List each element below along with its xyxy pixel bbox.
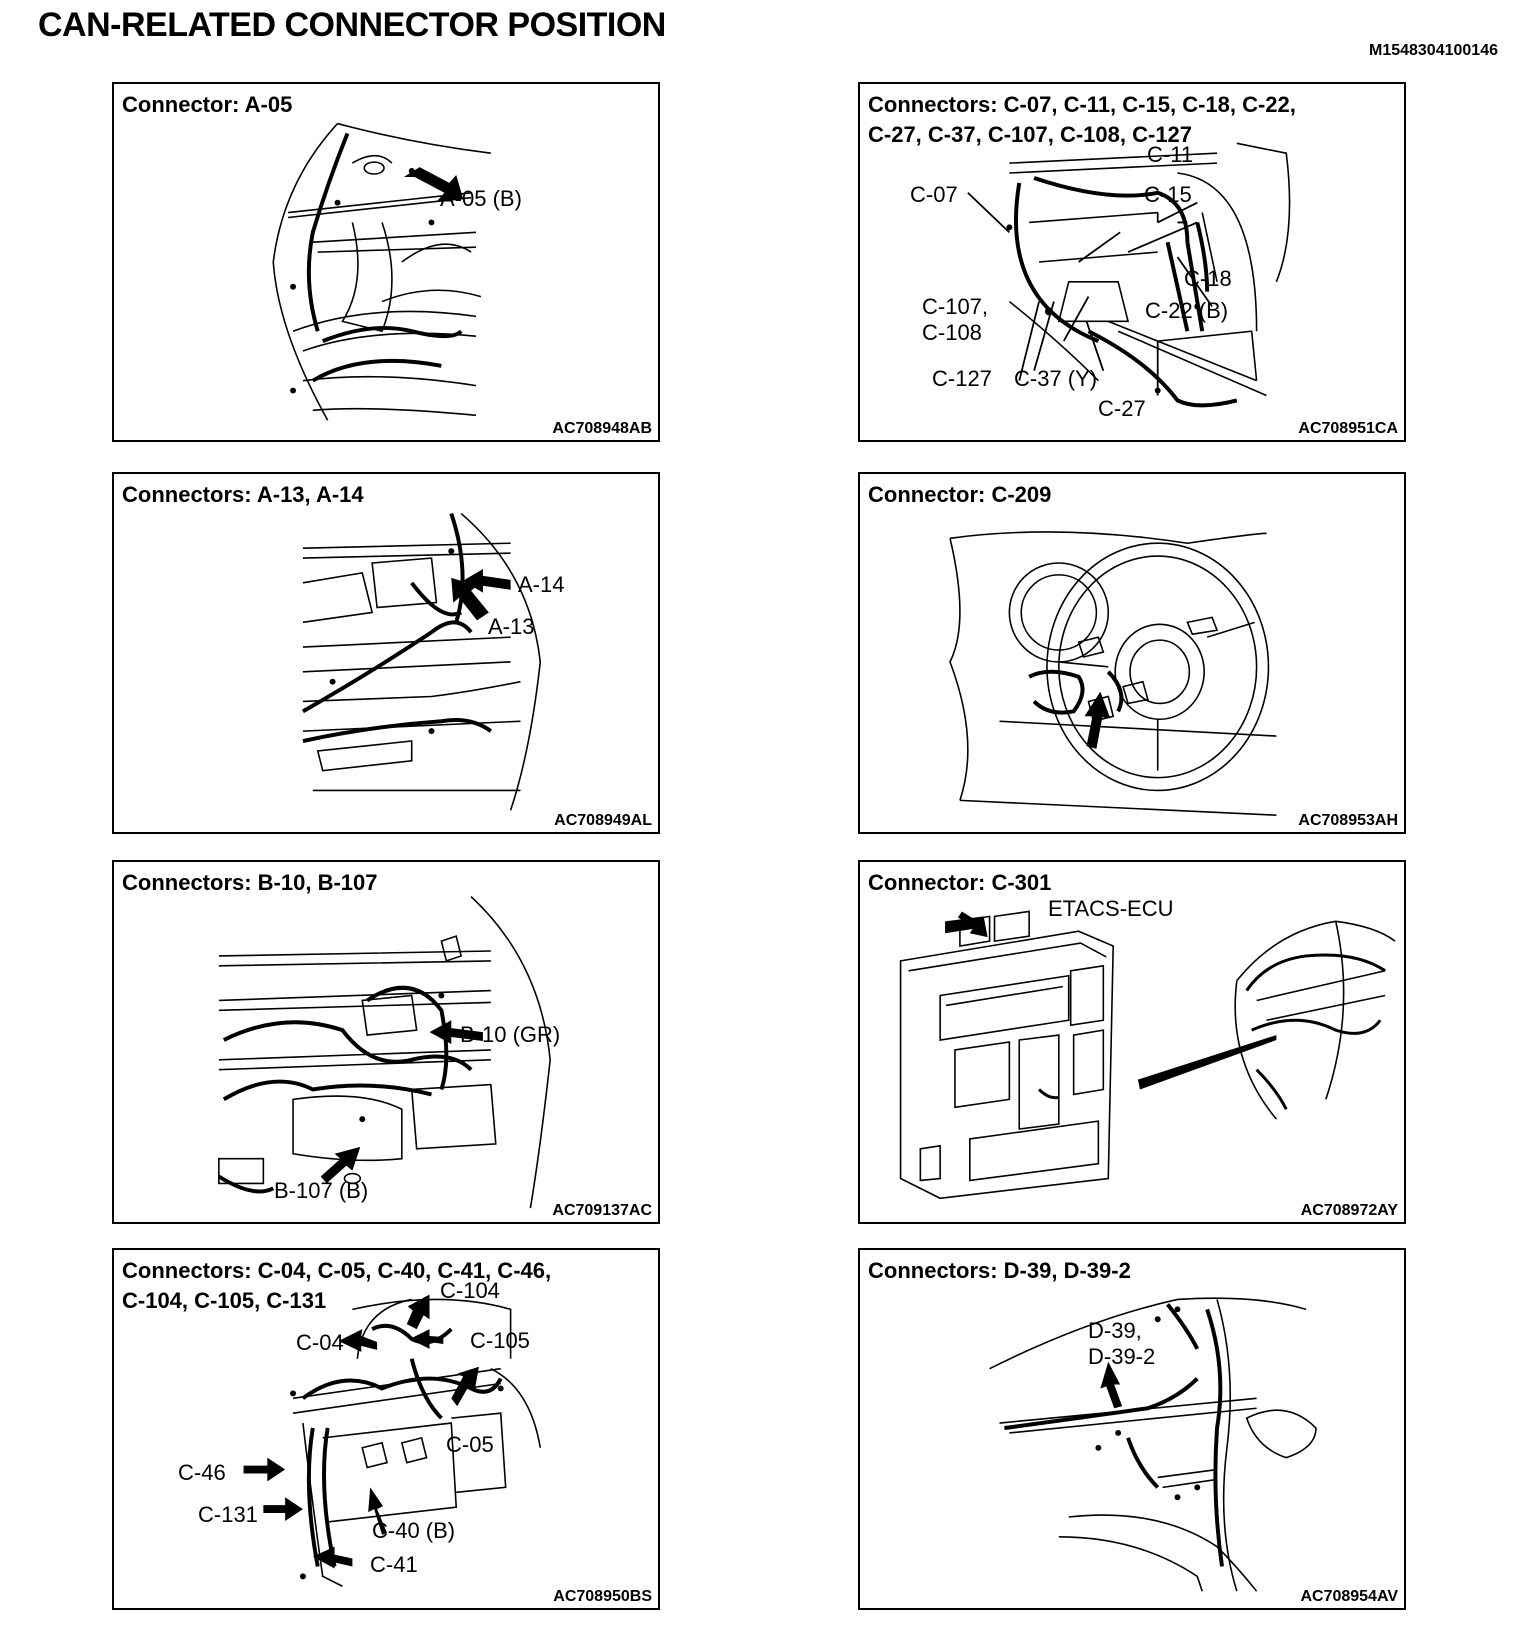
callout-label: A-14 xyxy=(518,572,565,597)
figure-code: AC708954AV xyxy=(1300,1588,1398,1605)
callout-label: A-13 xyxy=(488,614,535,639)
panel-title: Connectors: C-04, C-05, C-40, C-41, C-46… xyxy=(122,1258,552,1313)
callout-label: C-07 xyxy=(910,182,958,207)
panel-title: Connector: A-05 xyxy=(122,92,293,117)
figure-code: AC708951CA xyxy=(1298,420,1398,437)
callout-label: C-05 xyxy=(446,1432,494,1457)
steering-wheel-illustration xyxy=(949,531,1277,816)
panel-connectors-c04-c131: Connectors: C-04, C-05, C-40, C-41, C-46… xyxy=(112,1248,660,1610)
panel-connectors-d39: Connectors: D-39, D-39-2 D-39, D-39-2 AC… xyxy=(858,1248,1406,1610)
callout-label: C-127 xyxy=(932,366,992,391)
panel-connectors-b10-b107: Connectors: B-10, B-107 B-10 (GR) B-107 … xyxy=(112,860,660,1224)
callout-label: B-107 (B) xyxy=(274,1178,369,1203)
callout-label: D-39, D-39-2 xyxy=(1088,1318,1156,1369)
callout-label: C-131 xyxy=(198,1502,258,1527)
callout-label: C-11 xyxy=(1147,142,1194,167)
engine-bay-illustration xyxy=(272,122,491,421)
callout-label: C-40 (B) xyxy=(372,1518,456,1543)
panel-title: Connectors: B-10, B-107 xyxy=(122,870,378,895)
callout-label: C-104 xyxy=(440,1278,500,1303)
callout-label: C-41 xyxy=(370,1552,418,1577)
panel-title: Connectors: A-13, A-14 xyxy=(122,482,364,507)
callout-label: C-18 xyxy=(1184,266,1232,291)
engine-bay-illustration xyxy=(301,512,542,811)
panel-connector-c209: Connector: C-209 AC708953AH xyxy=(858,472,1406,834)
panel-title: Connector: C-209 xyxy=(868,482,1052,507)
figure-code: AC708953AH xyxy=(1298,812,1398,829)
callout-label: C-22 (B) xyxy=(1145,298,1229,323)
engine-bay-illustration xyxy=(217,896,551,1209)
figure-code: AC708950BS xyxy=(553,1588,652,1605)
rear-body-illustration xyxy=(989,1297,1317,1592)
etacs-ecu-illustration xyxy=(899,910,1396,1200)
panel-connector-c301: Connector: C-301 ETACS-ECU xyxy=(858,860,1406,1224)
panel-title: Connector: C-301 xyxy=(868,870,1052,895)
callout-label: C-107, C-108 xyxy=(922,294,989,345)
callout-label: C-27 xyxy=(1098,396,1146,421)
callout-label: C-37 (Y) xyxy=(1014,366,1098,391)
callout-label: C-15 xyxy=(1144,182,1192,207)
callout-label: C-105 xyxy=(470,1328,530,1353)
panel-title: Connectors: D-39, D-39-2 xyxy=(868,1258,1131,1283)
callout-label: C-04 xyxy=(296,1330,344,1355)
page-title: CAN-RELATED CONNECTOR POSITION xyxy=(38,6,666,44)
callout-label: C-46 xyxy=(178,1460,226,1485)
figure-code: AC709137AC xyxy=(552,1202,652,1219)
component-label: ETACS-ECU xyxy=(1048,896,1174,921)
panel-connectors-a13-a14: Connectors: A-13, A-14 A-14 A-13 AC70894… xyxy=(112,472,660,834)
document-id: M1548304100146 xyxy=(1368,42,1498,59)
instrument-panel-illustration xyxy=(967,142,1291,408)
callout-label: B-10 (GR) xyxy=(460,1022,561,1047)
panel-connectors-c07-c127: Connectors: C-07, C-11, C-15, C-18, C-22… xyxy=(858,82,1406,442)
callout-label: A-05 (B) xyxy=(440,186,522,211)
panel-connector-a05: Connector: A-05 A-05 (B) AC708948AB xyxy=(112,82,660,442)
instrument-panel-illustration xyxy=(243,1294,542,1587)
figure-code: AC708972AY xyxy=(1300,1202,1398,1219)
figure-code: AC708949AL xyxy=(554,812,652,829)
panel-title: Connectors: C-07, C-11, C-15, C-18, C-22… xyxy=(868,92,1296,147)
figure-code: AC708948AB xyxy=(552,420,652,437)
